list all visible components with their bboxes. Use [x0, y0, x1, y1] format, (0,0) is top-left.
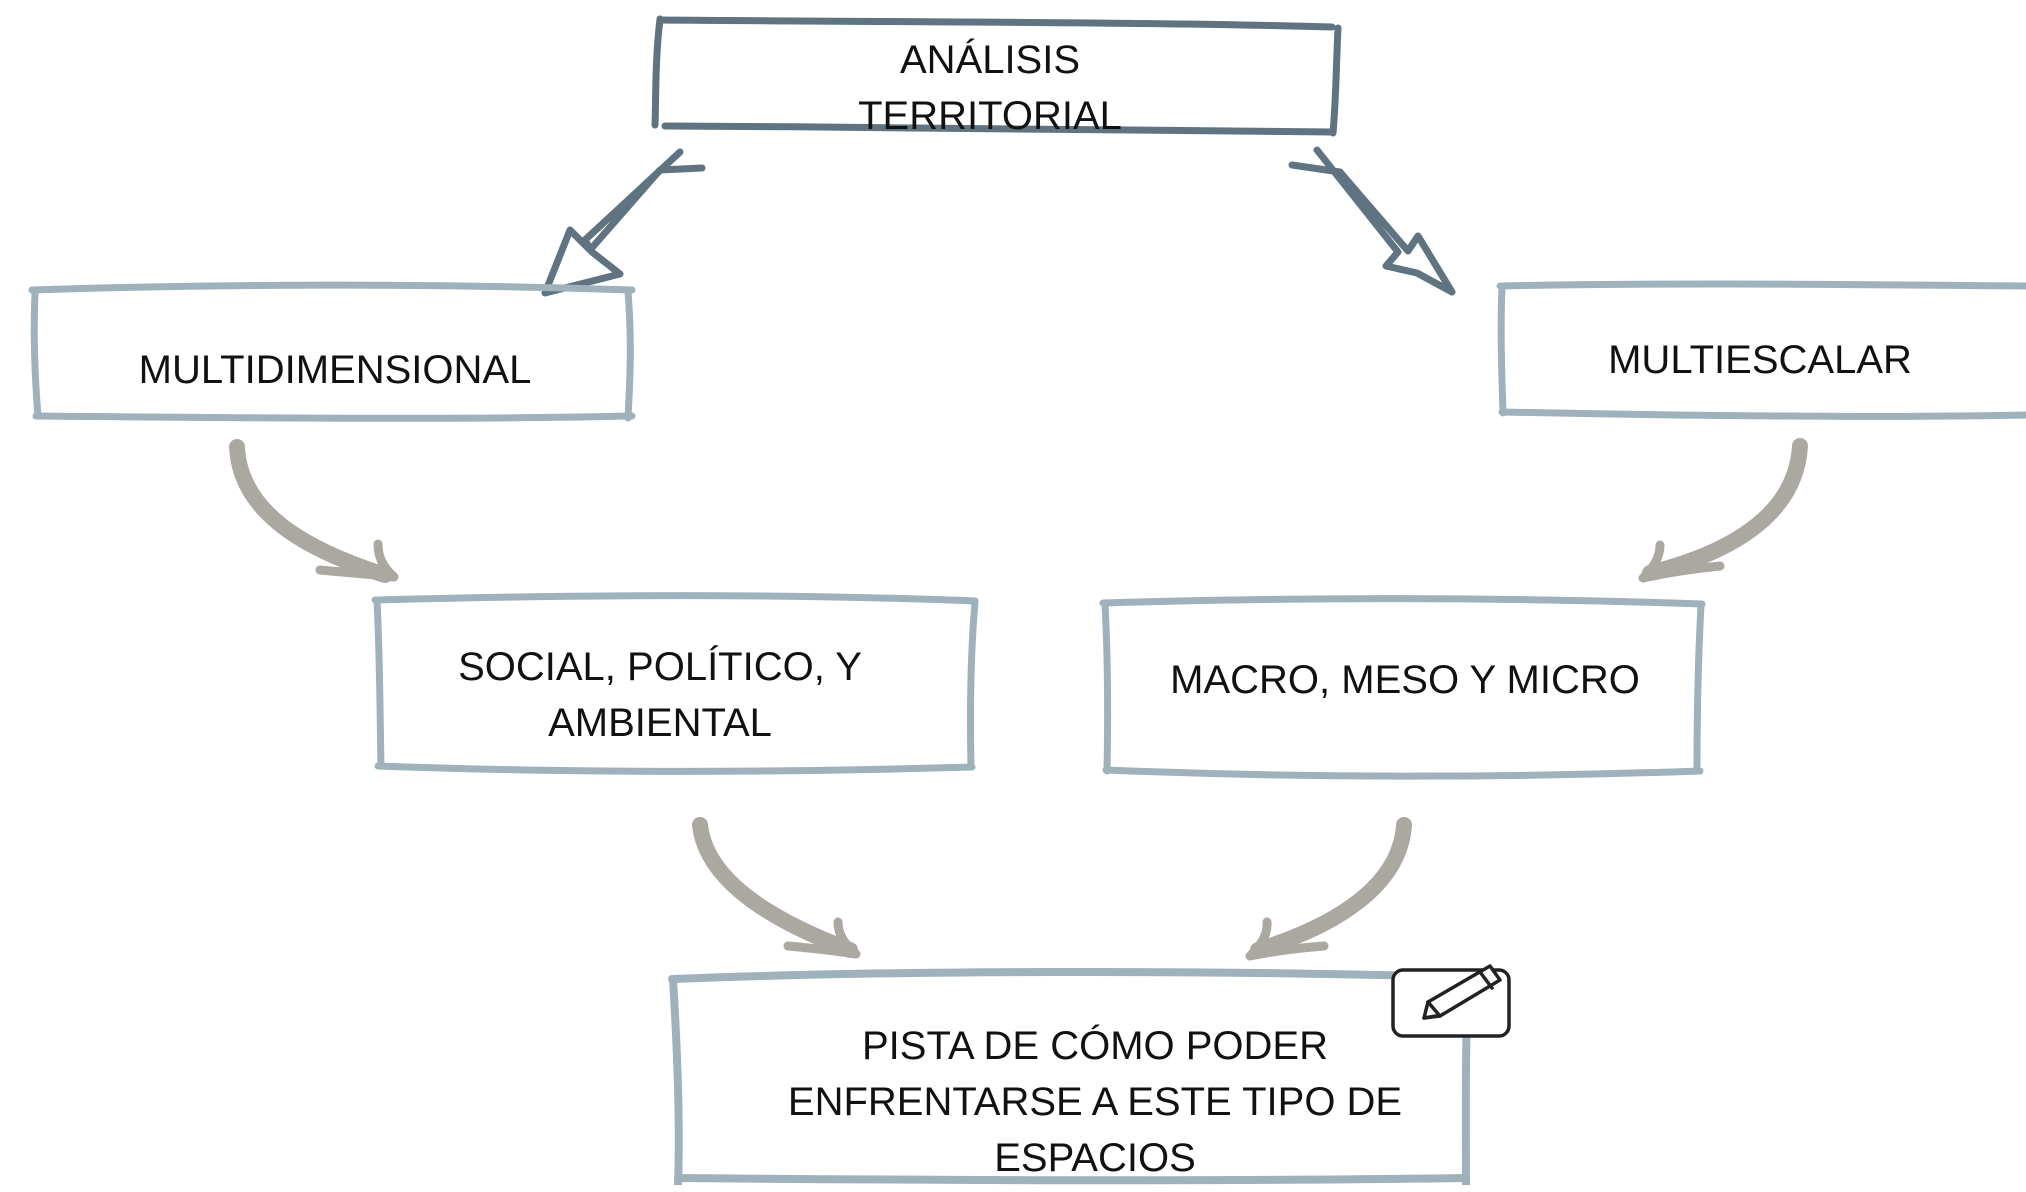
box-multidimensional: [28, 281, 636, 422]
arrow-root-to-multidimensional: [541, 148, 706, 297]
label-social-politico-ambiental: SOCIAL, POLÍTICO, Y AMBIENTAL: [380, 630, 940, 760]
label-multiescalar: MULTIESCALAR: [1500, 325, 2020, 395]
macro-text: MACRO, MESO Y MICRO: [1170, 658, 1640, 702]
pista-line-1: PISTA DE CÓMO PODER: [862, 1024, 1328, 1068]
pista-line-2: ENFRENTARSE A ESTE TIPO DE: [787, 1080, 1403, 1124]
arrow-multidimensional-to-social: [229, 439, 399, 583]
arrow-macro-to-pista: [1245, 817, 1412, 961]
box-analisis-territorial: [651, 15, 1342, 137]
multiescalar-text: MULTIESCALAR: [1608, 338, 1912, 382]
label-macro-meso-micro: MACRO, MESO Y MICRO: [1110, 640, 1700, 720]
box-macro-meso-micro: [1099, 595, 1706, 780]
root-line-1: ANÁLISIS: [899, 38, 1081, 82]
label-multidimensional: MULTIDIMENSIONAL: [40, 330, 630, 410]
arrow-social-to-pista: [692, 817, 861, 959]
multidimensional-text: MULTIDIMENSIONAL: [138, 348, 532, 392]
social-line-1: SOCIAL, POLÍTICO, Y: [458, 645, 862, 689]
social-line-2: AMBIENTAL: [548, 701, 772, 745]
arrow-multiescalar-to-macro: [1638, 438, 1808, 583]
label-analisis-territorial: ANÁLISIS TERRITORIAL: [740, 28, 1240, 148]
box-social-politico-ambiental: [371, 592, 979, 775]
edit-pencil-icon[interactable]: [1391, 964, 1511, 1038]
label-pista: PISTA DE CÓMO PODER ENFRENTARSE A ESTE T…: [700, 1012, 1490, 1192]
root-line-2: TERRITORIAL: [858, 94, 1122, 138]
arrow-root-to-multiescalar: [1288, 146, 1456, 296]
pista-line-3: ESPACIOS: [994, 1136, 1196, 1180]
box-multiescalar: [1496, 280, 2026, 420]
